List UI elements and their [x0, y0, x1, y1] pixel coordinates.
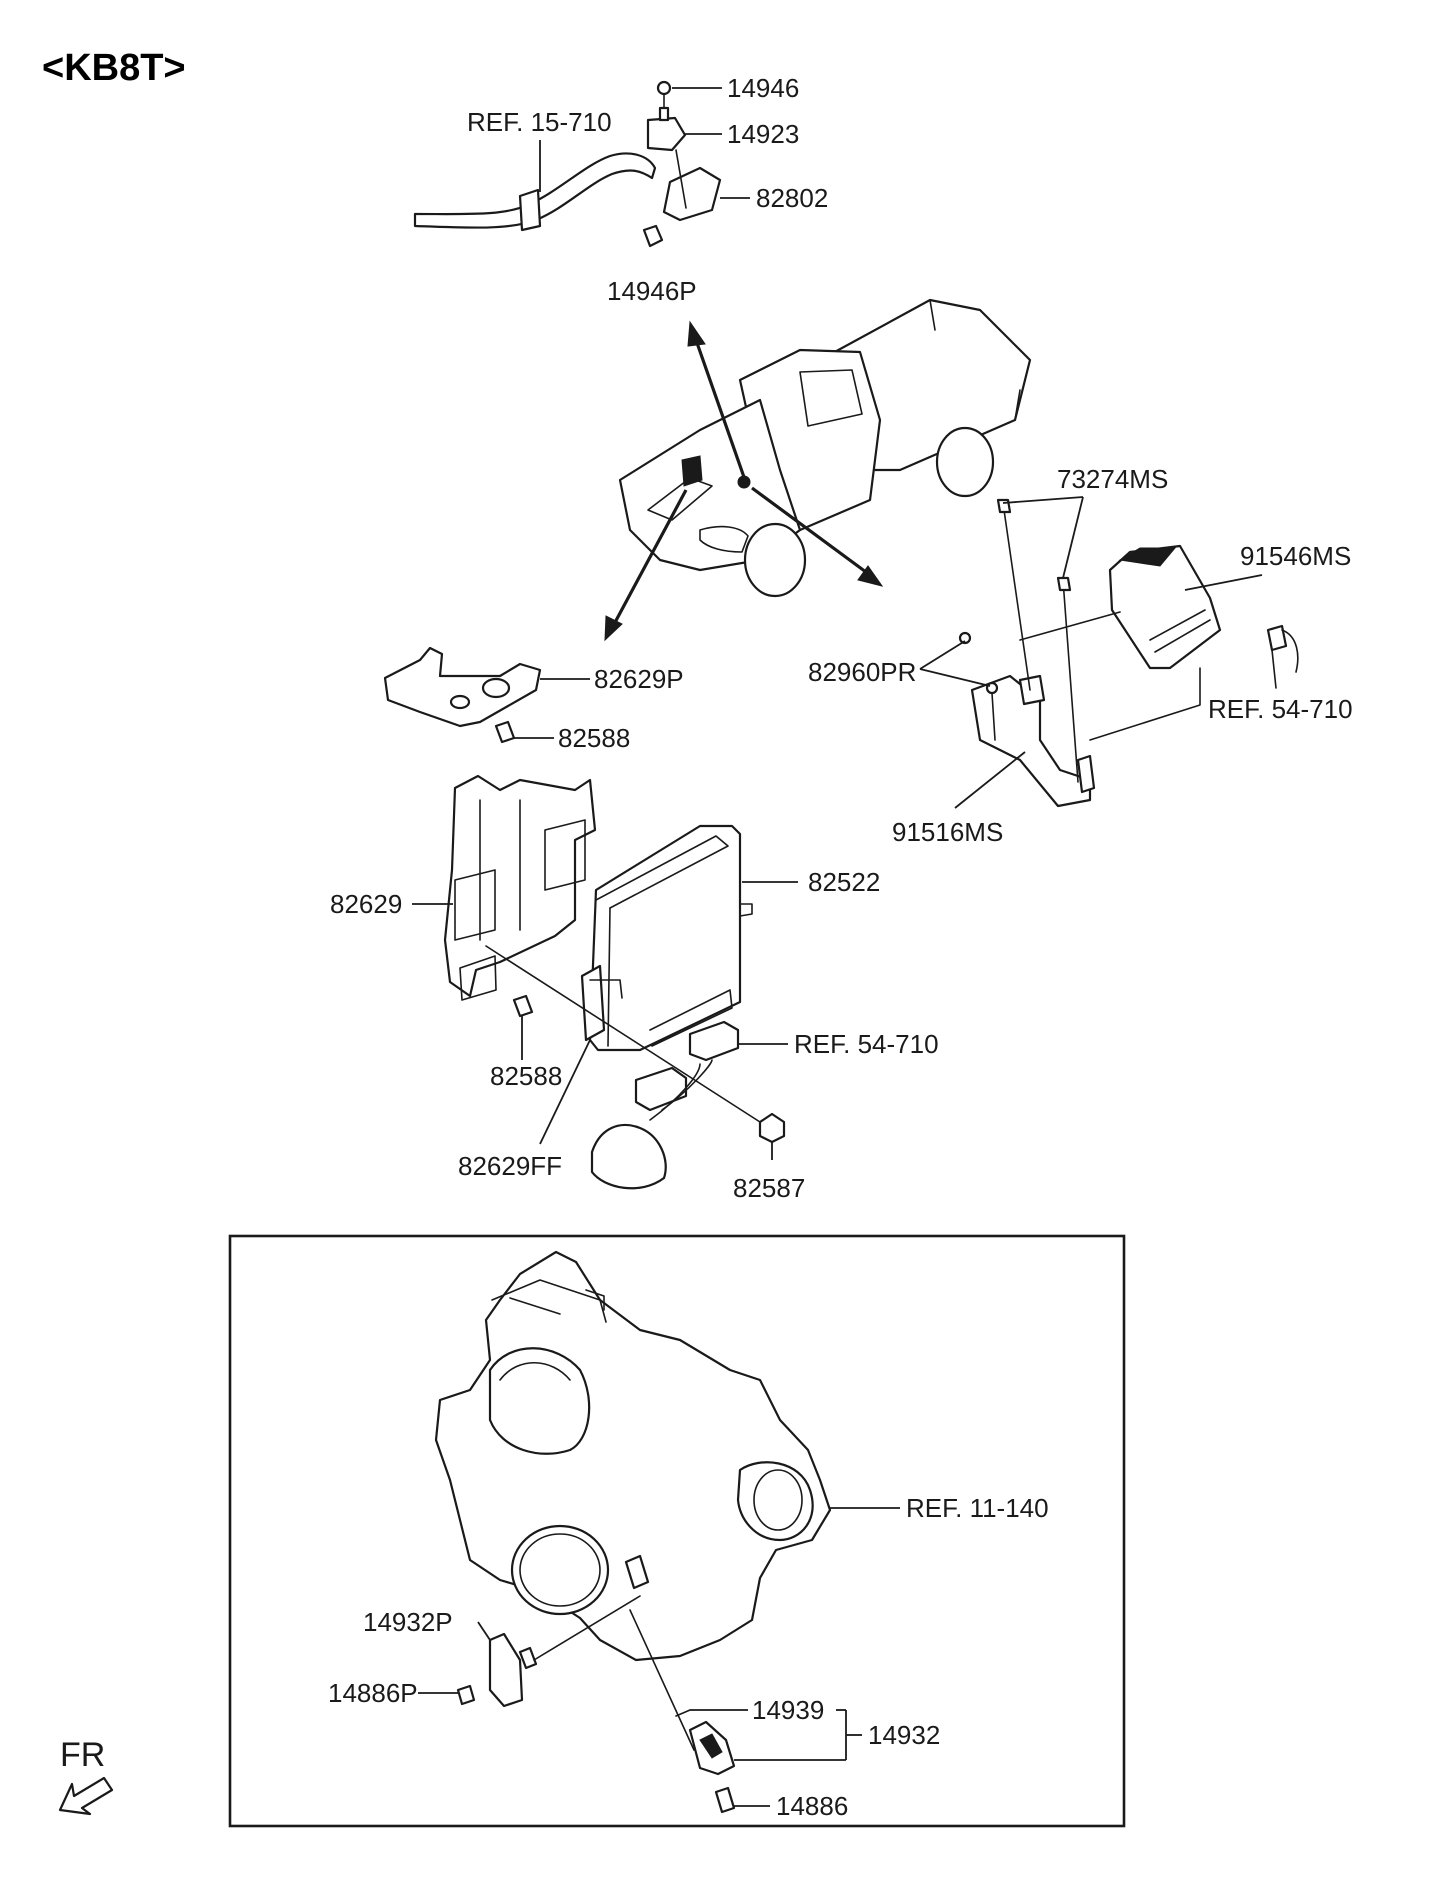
lower-round-opening — [510, 1524, 610, 1616]
label-14932p: 14932P — [363, 1607, 453, 1637]
detail-inset-box — [228, 1234, 1126, 1828]
timing-cover-part — [434, 1250, 832, 1662]
truck-front-wheel — [743, 522, 807, 598]
right-module-assembly — [919, 496, 1299, 809]
label-14932: 14932 — [868, 1720, 940, 1750]
label-91516ms: 91516MS — [892, 817, 1003, 847]
bolt-82588-top-part — [494, 720, 516, 744]
module-91546ms-part — [1108, 544, 1222, 670]
bolt-14946-part — [658, 106, 670, 122]
hose-clip-part — [518, 188, 542, 232]
upper-left-opening — [488, 1347, 591, 1455]
bracket-91516ms-tab — [1018, 674, 1046, 706]
label-14946p: 14946P — [607, 276, 697, 306]
label-82629p: 82629P — [594, 664, 684, 694]
label-ref-11-140: REF. 11-140 — [906, 1493, 1049, 1523]
bolt-14886p-part — [456, 1684, 476, 1706]
front-direction-arrow-icon — [58, 1776, 114, 1816]
label-82802: 82802 — [756, 183, 828, 213]
sensor-14932p-part — [488, 1632, 524, 1708]
label-14939: 14939 — [752, 1695, 824, 1725]
ecu-82522-part — [588, 824, 742, 1052]
crank-sensor-assembly — [418, 1595, 862, 1814]
label-82588-top: 82588 — [558, 723, 630, 753]
truck-illustration — [618, 298, 1032, 598]
direction-label: FR — [60, 1736, 105, 1774]
engine-cover-assembly — [434, 1250, 900, 1662]
label-82588-bottom: 82588 — [490, 1061, 562, 1091]
label-91546ms: 91546MS — [1240, 541, 1351, 571]
clip-82960pr-a — [958, 631, 972, 645]
connector-ref-54-710-top — [1266, 624, 1288, 652]
label-82522: 82522 — [808, 867, 880, 897]
right-oval-opening — [736, 1461, 814, 1542]
connector-ref-54-710-mid-b — [634, 1066, 688, 1112]
label-ref-15-710: REF. 15-710 — [467, 107, 612, 137]
bracket-82629ff-part — [580, 964, 606, 1042]
bolt-14946p-part — [642, 224, 664, 248]
label-82587: 82587 — [733, 1173, 805, 1203]
connector-ref-54-710-mid-a — [688, 1020, 740, 1062]
label-14946: 14946 — [727, 73, 799, 103]
label-ref-54-710-mid: REF. 54-710 — [794, 1029, 939, 1059]
label-14886p: 14886P — [328, 1678, 418, 1708]
label-14886: 14886 — [776, 1791, 848, 1821]
callout-arrows — [604, 320, 884, 642]
screw-73274ms-b — [1056, 576, 1072, 592]
ecu-assembly — [383, 646, 798, 1190]
wire-harness-part — [590, 1123, 667, 1190]
diagram-title: <KB8T> — [42, 47, 186, 89]
bolt-14886-part — [714, 1786, 736, 1814]
label-82629ff: 82629FF — [458, 1151, 562, 1181]
bracket-82629p-part — [383, 646, 542, 728]
bolt-14946-head — [656, 80, 672, 96]
clip-82960pr-b — [985, 681, 999, 695]
label-ref-54-710-top: REF. 54-710 — [1208, 694, 1353, 724]
nut-82587-part — [758, 1112, 786, 1144]
bracket-82802-part — [662, 166, 722, 222]
top-sensor-assembly — [413, 80, 750, 248]
sensor-14923-part — [646, 116, 687, 152]
label-82629: 82629 — [330, 889, 402, 919]
label-73274ms: 73274MS — [1057, 464, 1168, 494]
bolt-82588-bottom-part — [512, 994, 534, 1018]
sensor-boss — [624, 1554, 650, 1590]
label-14923: 14923 — [727, 119, 799, 149]
label-82960pr: 82960PR — [808, 657, 916, 687]
truck-rear-wheel — [935, 426, 995, 498]
ecu-location-marker — [681, 455, 703, 487]
